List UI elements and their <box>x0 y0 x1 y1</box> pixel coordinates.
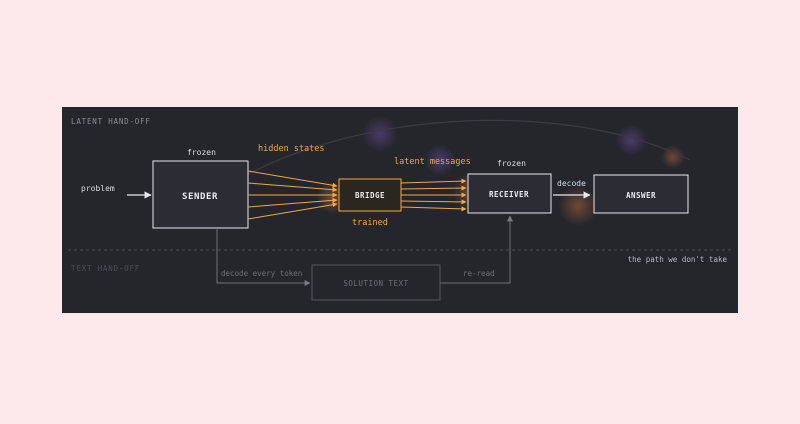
receiver-frozen-label: frozen <box>497 159 526 168</box>
receiver-box <box>467 173 552 214</box>
re-read-path <box>440 215 513 284</box>
hidden-state-arrow <box>247 170 338 188</box>
re-read-label: re-read <box>463 269 495 278</box>
answer-box <box>593 174 689 214</box>
decode-label: decode <box>557 179 586 188</box>
latent-message-arrow <box>400 206 467 212</box>
glow-orb <box>615 124 647 156</box>
decode-every-token-path <box>216 228 311 286</box>
latent-messages-label: latent messages <box>394 157 471 167</box>
decode-every-token-label: decode every token <box>221 269 302 278</box>
sender-frozen-label: frozen <box>187 148 216 157</box>
solution-text-label: SOLUTION TEXT <box>343 279 408 288</box>
glow-orb <box>558 186 598 226</box>
latent-message-arrow <box>400 199 467 205</box>
sender-box <box>152 160 249 229</box>
hidden-states-arrows <box>247 170 338 220</box>
latent-message-arrows <box>400 178 467 212</box>
hidden-state-arrow <box>247 202 338 220</box>
receiver-label: RECEIVER <box>489 190 529 199</box>
latent-message-arrow <box>400 185 467 191</box>
trained-label: trained <box>352 218 388 228</box>
latent-section-label: LATENT HAND-OFF <box>71 117 151 126</box>
problem-label: problem <box>81 184 115 193</box>
glow-orb <box>362 116 398 152</box>
hidden-state-arrow <box>247 182 338 193</box>
glow-orb <box>424 144 456 176</box>
decorative-arc <box>199 119 691 206</box>
latent-message-arrow <box>400 178 467 184</box>
hidden-states-label: hidden states <box>258 144 325 154</box>
bridge-label: BRIDGE <box>355 191 385 200</box>
glow-orb <box>661 145 685 169</box>
answer-label: ANSWER <box>626 191 656 200</box>
hidden-state-arrow <box>247 197 338 208</box>
path-not-taken-label: the path we don't take <box>628 255 728 264</box>
bridge-box <box>338 178 402 212</box>
text-section-label: TEXT HAND-OFF <box>71 264 140 273</box>
sender-label: SENDER <box>182 192 218 202</box>
